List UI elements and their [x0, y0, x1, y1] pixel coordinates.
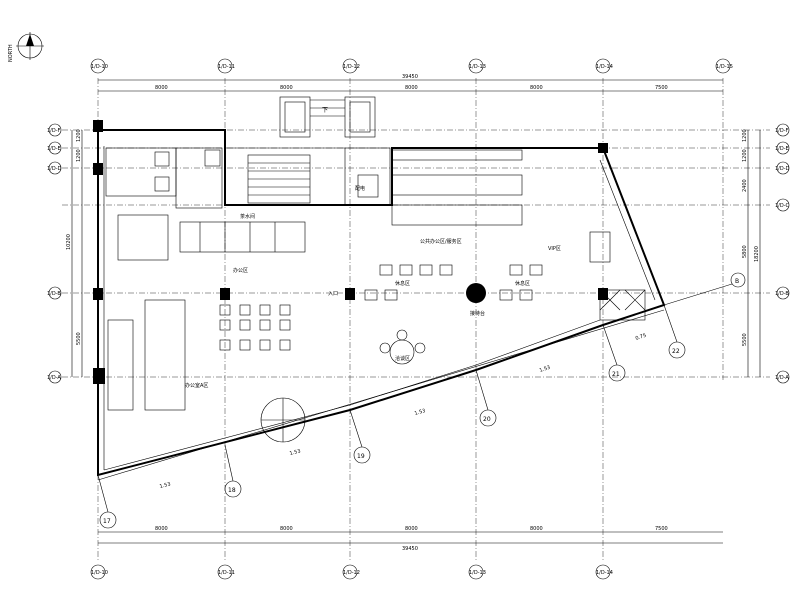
room-label-zone-main: 公共办公区/服务区: [420, 238, 462, 245]
left-axis-label: 1/D-B: [47, 291, 61, 297]
bottom-dimension: 8000: [280, 526, 293, 532]
left-dimension: 1200: [76, 129, 82, 142]
right-total-dimension: 18200: [754, 246, 760, 262]
top-axis-bubbles: [90, 58, 731, 74]
top-total-dimension: 39450: [402, 74, 418, 80]
facade-axis-bubbles: [97, 272, 746, 529]
column-grid-lines: [97, 78, 724, 560]
right-dimension: 1200: [742, 149, 748, 162]
counter-rows: [391, 149, 523, 226]
left-dimension: 10200: [66, 234, 72, 250]
left-axis-label: 1/D-D: [47, 166, 62, 172]
right-axis-label: 1/D-E: [775, 146, 789, 152]
room-label-lounge-right: 休息区: [515, 280, 530, 287]
bottom-axis-label: 1/D-10: [91, 570, 108, 576]
top-axis-label: 1/D-13: [469, 64, 486, 70]
left-axis-label: 1/D-F: [47, 128, 61, 134]
room-label-round-table: 洽谈区: [395, 355, 410, 362]
workstation-cluster: [107, 214, 306, 411]
lounge-sofas: [364, 264, 543, 301]
north-arrow-icon: [16, 32, 44, 60]
bottom-dimension: 8000: [530, 526, 543, 532]
bottom-dimension-lines: [98, 531, 723, 544]
top-axis-label: 1/D-10: [91, 64, 108, 70]
top-dimension: 7500: [655, 85, 668, 91]
building-outline: [97, 129, 666, 481]
left-axis-bubbles: [48, 123, 62, 384]
structural-columns: [93, 120, 608, 384]
right-dimension: 2400: [742, 179, 748, 192]
facade-dimension: 1.53: [414, 408, 426, 417]
facade-axis-label: 19: [357, 453, 365, 460]
right-dimension: 5800: [742, 245, 748, 258]
vip-room: [589, 231, 646, 321]
facade-axis-label: 22: [672, 348, 680, 355]
top-dimension-lines: [98, 79, 723, 92]
room-label-zone-right: VIP区: [548, 246, 561, 252]
facade-dimension: 1.53: [289, 448, 301, 457]
revolving-door: [260, 397, 306, 443]
top-axis-label: 1/D-15: [716, 64, 733, 70]
bottom-dimension: 8000: [155, 526, 168, 532]
right-dimension: 5500: [742, 333, 748, 346]
right-axis-bubbles: [776, 123, 790, 384]
bottom-dimension: 8000: [405, 526, 418, 532]
facade-dimension: 1.53: [159, 481, 171, 490]
seating-rows: [219, 304, 291, 351]
left-dimension-lines: [71, 130, 83, 377]
facade-axis-label: 21: [612, 371, 620, 378]
stair-label: 下: [322, 107, 328, 114]
facade-axis-label: 17: [103, 518, 111, 525]
bottom-axis-label: 1/D-13: [469, 570, 486, 576]
top-dimension: 8000: [280, 85, 293, 91]
facade-axis-label: 18: [228, 487, 236, 494]
bottom-axis-label: 1/D-11: [218, 570, 235, 576]
right-dimension: 1200: [742, 129, 748, 142]
facade-dimension: 1.53: [539, 365, 551, 374]
room-label-office-left: 办公区: [233, 267, 248, 274]
bottom-axis-label: 1/D-12: [343, 570, 360, 576]
left-axis-label: 1/D-A: [47, 375, 61, 381]
north-label: NORTH: [8, 44, 14, 62]
bottom-axis-bubbles: [90, 564, 611, 580]
right-axis-label: 1/D-A: [775, 375, 789, 381]
round-table: [379, 329, 426, 365]
right-axis-label: 1/D-C: [775, 203, 790, 209]
bottom-axis-label: 1/D-14: [596, 570, 613, 576]
room-label-electrical: 配电: [355, 185, 365, 192]
left-dimension: 1200: [76, 149, 82, 162]
room-label-side-entry: 入口: [328, 291, 338, 297]
bottom-total-dimension: 39450: [402, 546, 418, 552]
right-axis-label: 1/D-D: [775, 166, 790, 172]
room-label-reception: 接待台: [470, 310, 485, 317]
top-axis-label: 1/D-12: [343, 64, 360, 70]
right-axis-label: 1/D-B: [775, 291, 789, 297]
facade-dimension: 0.75: [635, 333, 647, 342]
room-label-tea: 茶水间: [240, 213, 255, 220]
facade-axis-label-b: B: [735, 278, 739, 285]
right-axis-label: 1/D-F: [775, 128, 789, 134]
facade-axis-label: 20: [483, 416, 491, 423]
top-dimension: 8000: [405, 85, 418, 91]
right-dimension-lines: [747, 130, 761, 377]
service-rooms: [105, 147, 391, 209]
left-dimension: 5500: [76, 332, 82, 345]
bottom-dimension: 7500: [655, 526, 668, 532]
room-label-office-lower: 办公室A区: [185, 382, 208, 389]
stair-block: [225, 96, 376, 204]
top-dimension: 8000: [155, 85, 168, 91]
top-axis-label: 1/D-11: [218, 64, 235, 70]
top-dimension: 8000: [530, 85, 543, 91]
left-axis-label: 1/D-E: [47, 146, 61, 152]
top-axis-label: 1/D-14: [596, 64, 613, 70]
room-label-lounge-left: 休息区: [395, 280, 410, 287]
